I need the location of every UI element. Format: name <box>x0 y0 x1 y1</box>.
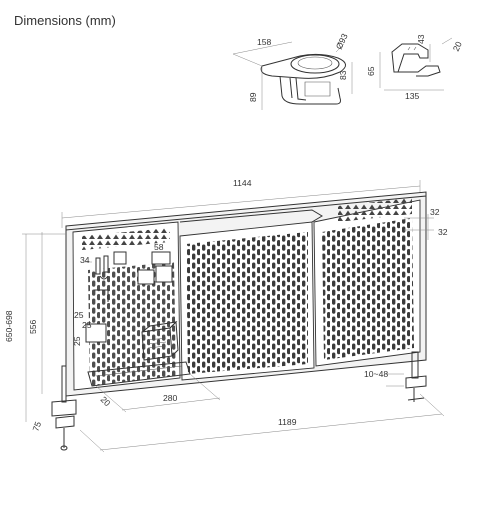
shelf-depth-label: 20 <box>99 394 113 408</box>
panel-top-width-label: 1144 <box>233 178 252 188</box>
hook-drawing: 43 20 65 135 <box>366 34 464 101</box>
hook-length-label: 135 <box>405 91 420 101</box>
clamp-range-label: 10~48 <box>364 369 388 379</box>
hook-overall-height-label: 65 <box>366 66 376 76</box>
right-rail-32-upper: 32 <box>430 207 440 217</box>
cup-holder-depth-label: 83 <box>338 70 348 80</box>
peg-dim-58: 58 <box>154 242 164 252</box>
peg-dim-34: 34 <box>80 255 90 265</box>
hook-width-label: 20 <box>451 40 464 53</box>
left-clamp <box>51 399 77 417</box>
hook-height-label: 43 <box>416 34 426 44</box>
desk-panel-drawing: 1144 <box>4 178 448 453</box>
panel-bottom-width-label: 1189 <box>278 417 297 427</box>
peg-dim-25-c: 25 <box>72 336 82 346</box>
clamp-offset-label: 75 <box>30 420 43 433</box>
panel-height-range-label: 650-698 <box>4 310 14 342</box>
cup-holder-width-label: 158 <box>257 37 272 47</box>
page-title: Dimensions (mm) <box>14 13 116 28</box>
right-rail-32-lower: 32 <box>438 227 448 237</box>
cup-holder-drawing: 158 Ø93 83 89 <box>232 32 353 110</box>
shelf-width-label: 280 <box>163 393 178 403</box>
right-clamp <box>405 375 427 389</box>
peg-dim-25-a: 25 <box>74 310 84 320</box>
cup-holder-height-label: 89 <box>248 92 258 102</box>
pegboard-accessories <box>85 251 179 361</box>
peg-dim-25-b: 25 <box>82 320 92 330</box>
panel-height-label: 556 <box>28 319 38 334</box>
cup-holder-diameter-label: Ø93 <box>334 32 350 51</box>
